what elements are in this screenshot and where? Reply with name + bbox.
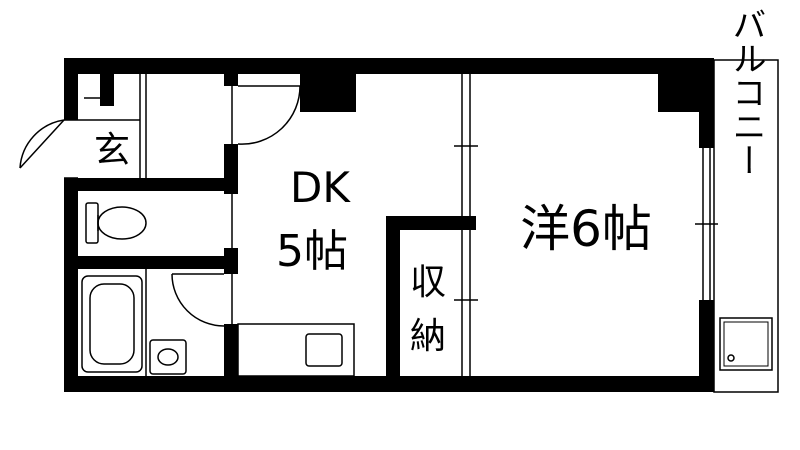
label-dk-size: 5帖 [276, 226, 348, 277]
label-storage-2: 納 [410, 316, 446, 357]
column-western [658, 74, 699, 112]
exterior-walls [64, 58, 714, 392]
toilet [85, 194, 233, 248]
wall-top [64, 58, 714, 74]
bathroom [81, 269, 233, 376]
wall-bottom [64, 376, 714, 392]
wall-toilet-bath [78, 256, 238, 269]
wall-stub-entrance [100, 74, 114, 106]
wall-right-upper [699, 58, 714, 148]
wall-left-lower [64, 178, 78, 392]
label-dk-name: DK [290, 163, 351, 212]
wall-entrance-toilet [78, 178, 238, 191]
label-western-room: 洋6帖 [520, 200, 652, 258]
interior-walls [78, 74, 699, 376]
entrance-door [19, 119, 78, 179]
wall-stub-a [224, 74, 238, 86]
wall-storage-left [386, 216, 400, 376]
label-balcony: バルコニー [726, 7, 766, 177]
kitchen-counter [237, 323, 355, 377]
balcony [713, 59, 779, 393]
wall-storage-top [386, 216, 476, 230]
door-entrance-dk [231, 85, 301, 145]
sliding-door-dk-western [454, 74, 478, 376]
label-entrance: 玄 [94, 130, 130, 171]
wall-stub-b [224, 144, 238, 194]
wall-right-lower [699, 300, 714, 392]
wall-left-upper [64, 58, 78, 120]
wall-stub-d [224, 324, 238, 376]
label-storage-1: 収 [410, 262, 446, 303]
wall-stub-c [224, 248, 238, 274]
column-dk [300, 74, 356, 112]
entrance-step [78, 74, 147, 178]
